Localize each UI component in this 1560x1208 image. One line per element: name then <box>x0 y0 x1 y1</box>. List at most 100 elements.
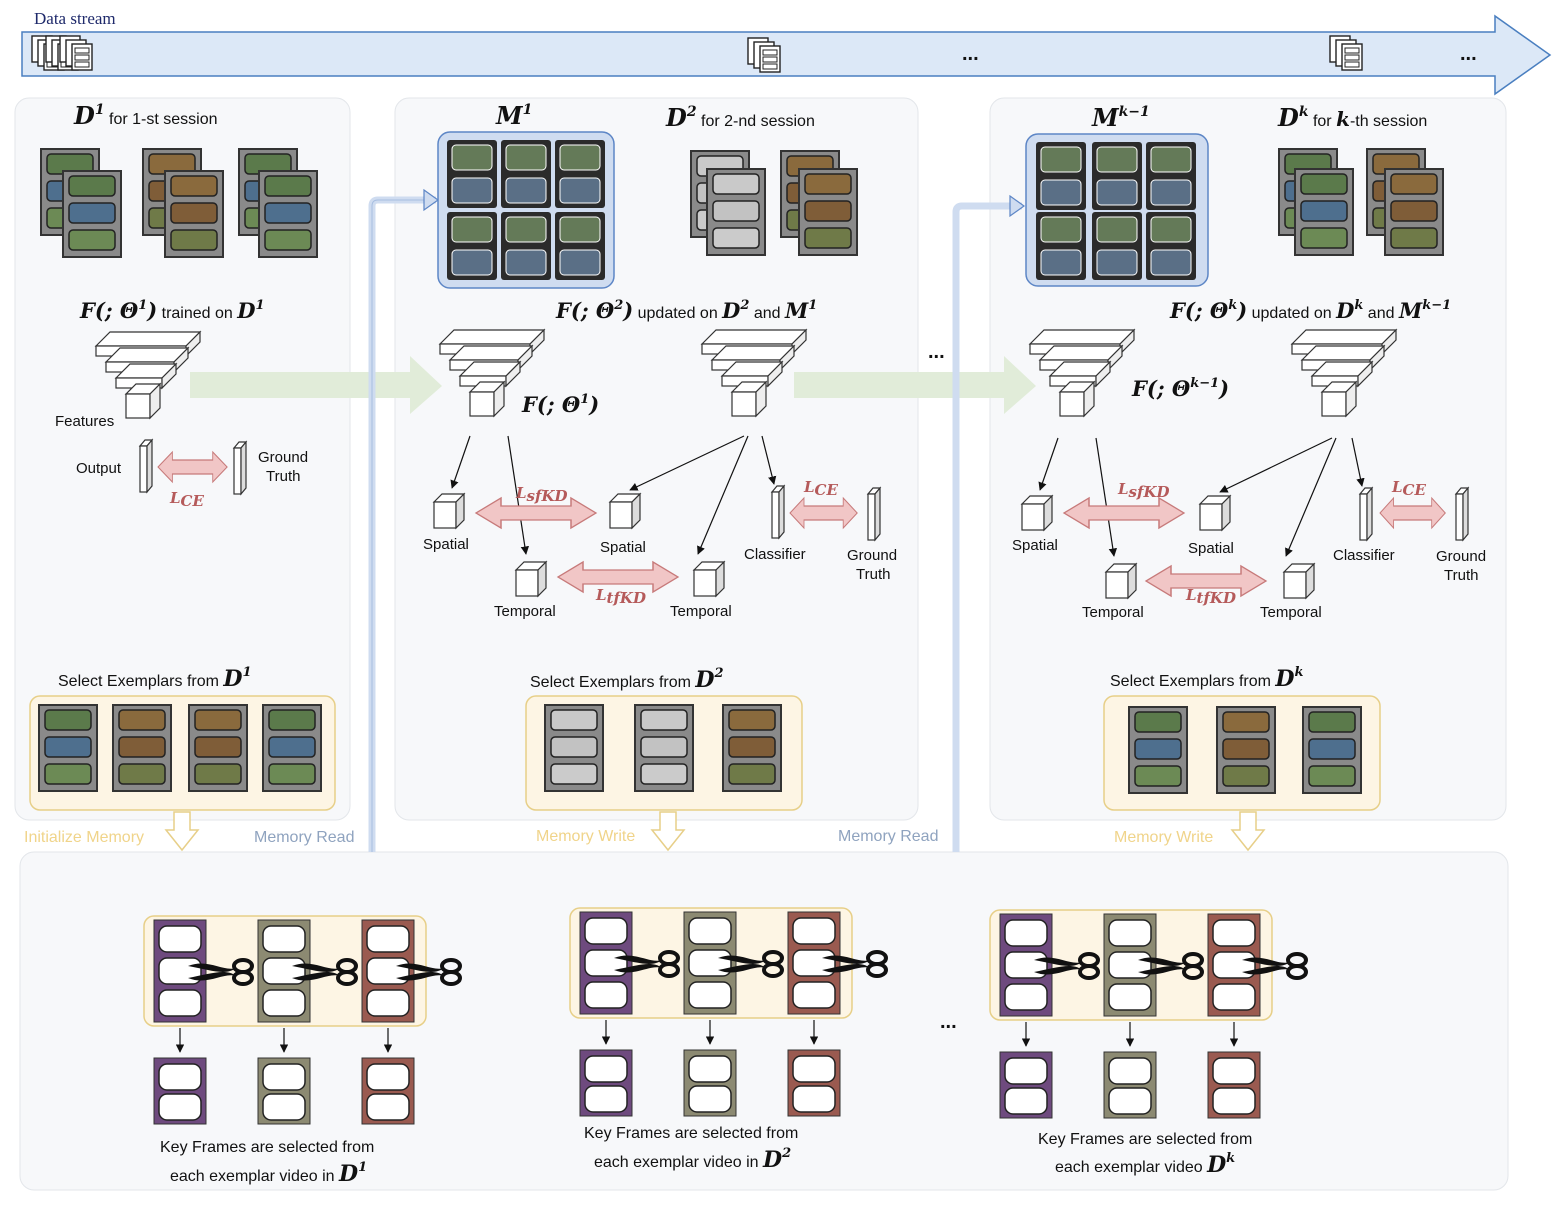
initialize-memory-label: Initialize Memory <box>24 829 144 846</box>
session-1-title: D1 for 1-st session <box>73 101 218 130</box>
spatial-label: Spatial <box>600 539 646 556</box>
memory-1-title: M1 <box>495 101 532 130</box>
classifier-label: Classifier <box>744 546 806 563</box>
stream-dots: ... <box>1460 43 1477 65</box>
session-1-videos <box>39 147 319 259</box>
loss-ce-label: LCE <box>803 478 838 499</box>
temporal-label: Temporal <box>670 603 732 620</box>
film-strip <box>257 919 311 1023</box>
film-strip <box>999 913 1053 1017</box>
loss-ce-label: LCE <box>1391 478 1426 499</box>
keyframe-caption-2b: each exemplar video in D2 <box>594 1146 791 1173</box>
temporal-label: Temporal <box>1082 604 1144 621</box>
ground-truth-bar <box>233 441 247 495</box>
film-strip <box>1103 913 1157 1017</box>
spatial-feature-cube <box>1021 495 1053 531</box>
spatial-feature-cube <box>1199 495 1231 531</box>
film-strip <box>787 911 841 1015</box>
selected-keyframes <box>153 1057 207 1125</box>
features-label: Features <box>55 413 114 430</box>
keyframe-caption-3: Key Frames are selected from <box>1038 1131 1252 1148</box>
loss-tfkd-label: LtfKD <box>595 586 646 607</box>
selected-keyframes <box>1207 1051 1261 1119</box>
memory-write-arrow <box>650 811 686 852</box>
loss-sfkd-label: LsfKD <box>515 484 568 505</box>
ground-truth-label: Ground <box>847 547 897 564</box>
ground-truth-label: Truth <box>266 468 300 485</box>
selected-keyframes <box>1103 1051 1157 1119</box>
memory-write-arrow <box>164 811 200 852</box>
keyframe-caption-2: Key Frames are selected from <box>584 1125 798 1142</box>
film-strip <box>579 911 633 1015</box>
classifier-bar <box>1359 487 1373 541</box>
ground-truth-bar <box>867 487 881 541</box>
memory-read-path <box>368 196 436 852</box>
spatial-feature-cube <box>433 493 465 529</box>
session-2-old-model-label: F(; Θ1) <box>521 392 599 417</box>
stream-dots: ... <box>962 43 979 65</box>
ground-truth-label: Ground <box>258 449 308 466</box>
keyframe-group-2 <box>569 907 888 1117</box>
temporal-feature-cube <box>693 561 725 597</box>
keyframe-group-3 <box>989 909 1308 1119</box>
loss-sfkd-label: LsfKD <box>1117 480 1170 501</box>
model-transfer-arrow <box>190 356 442 414</box>
memory-write-arrow <box>1230 811 1266 852</box>
keyframe-caption-1b: each exemplar video in D1 <box>170 1160 367 1187</box>
classifier-label: Classifier <box>1333 547 1395 564</box>
temporal-label: Temporal <box>1260 604 1322 621</box>
data-stream-arrow <box>21 14 1552 96</box>
session-2-model-label: F(; Θ2) updated on D2 and M1 <box>555 298 817 323</box>
memory-read-label: Memory Read <box>254 829 354 846</box>
spatial-label: Spatial <box>1012 537 1058 554</box>
film-strip <box>361 919 415 1023</box>
session-2-title: D2 for 2-nd session <box>665 103 815 132</box>
classifier-bar <box>771 485 785 539</box>
session-k-title: Dk for k-th session <box>1277 103 1427 132</box>
panel-dots: ... <box>928 341 945 363</box>
memory-write-label: Memory Write <box>1114 829 1213 846</box>
session-1-exemplars <box>29 695 336 811</box>
selected-keyframes <box>257 1057 311 1125</box>
ground-truth-label: Truth <box>1444 567 1478 584</box>
session-1-model-label: F(; Θ1) trained on D1 <box>79 298 265 323</box>
spatial-feature-cube <box>609 493 641 529</box>
keyframe-group-1 <box>143 915 462 1125</box>
session-k-model-label: F(; Θk) updated on Dk and Mk−1 <box>1169 298 1451 323</box>
temporal-feature-cube <box>1105 563 1137 599</box>
ground-truth-bar <box>1455 487 1469 541</box>
keyframe-caption-1: Key Frames are selected from <box>160 1139 374 1156</box>
loss-ce-label: LCE <box>169 489 204 510</box>
session-k-old-model-label: F(; Θk−1) <box>1131 376 1229 401</box>
selected-keyframes <box>787 1049 841 1117</box>
output-label: Output <box>76 460 122 477</box>
selected-keyframes <box>683 1049 737 1117</box>
selected-keyframes <box>361 1057 415 1125</box>
session-1-select-title: Select Exemplars from D1 <box>58 665 252 692</box>
memory-read-label: Memory Read <box>838 828 938 845</box>
loss-tfkd-label: LtfKD <box>1185 586 1236 607</box>
film-strip <box>153 919 207 1023</box>
ground-truth-label: Truth <box>856 566 890 583</box>
session-k-select-title: Select Exemplars from Dk <box>1110 665 1303 692</box>
memory-k-title: Mk−1 <box>1091 103 1150 132</box>
film-strip <box>1207 913 1261 1017</box>
temporal-feature-cube <box>1283 563 1315 599</box>
output-bar <box>139 439 153 493</box>
data-stream-label: Data stream <box>34 9 116 28</box>
keyframe-dots: ... <box>940 1011 957 1033</box>
film-strip <box>683 911 737 1015</box>
memory-read-path <box>952 202 1022 852</box>
session-2-select-title: Select Exemplars from D2 <box>530 666 724 693</box>
temporal-feature-cube <box>515 561 547 597</box>
keyframe-caption-3b: each exemplar video Dk <box>1055 1151 1235 1178</box>
spatial-label: Spatial <box>423 536 469 553</box>
model-transfer-arrow <box>794 356 1036 414</box>
temporal-label: Temporal <box>494 603 556 620</box>
selected-keyframes <box>579 1049 633 1117</box>
ground-truth-label: Ground <box>1436 548 1486 565</box>
selected-keyframes <box>999 1051 1053 1119</box>
memory-write-label: Memory Write <box>536 828 635 845</box>
spatial-label: Spatial <box>1188 540 1234 557</box>
